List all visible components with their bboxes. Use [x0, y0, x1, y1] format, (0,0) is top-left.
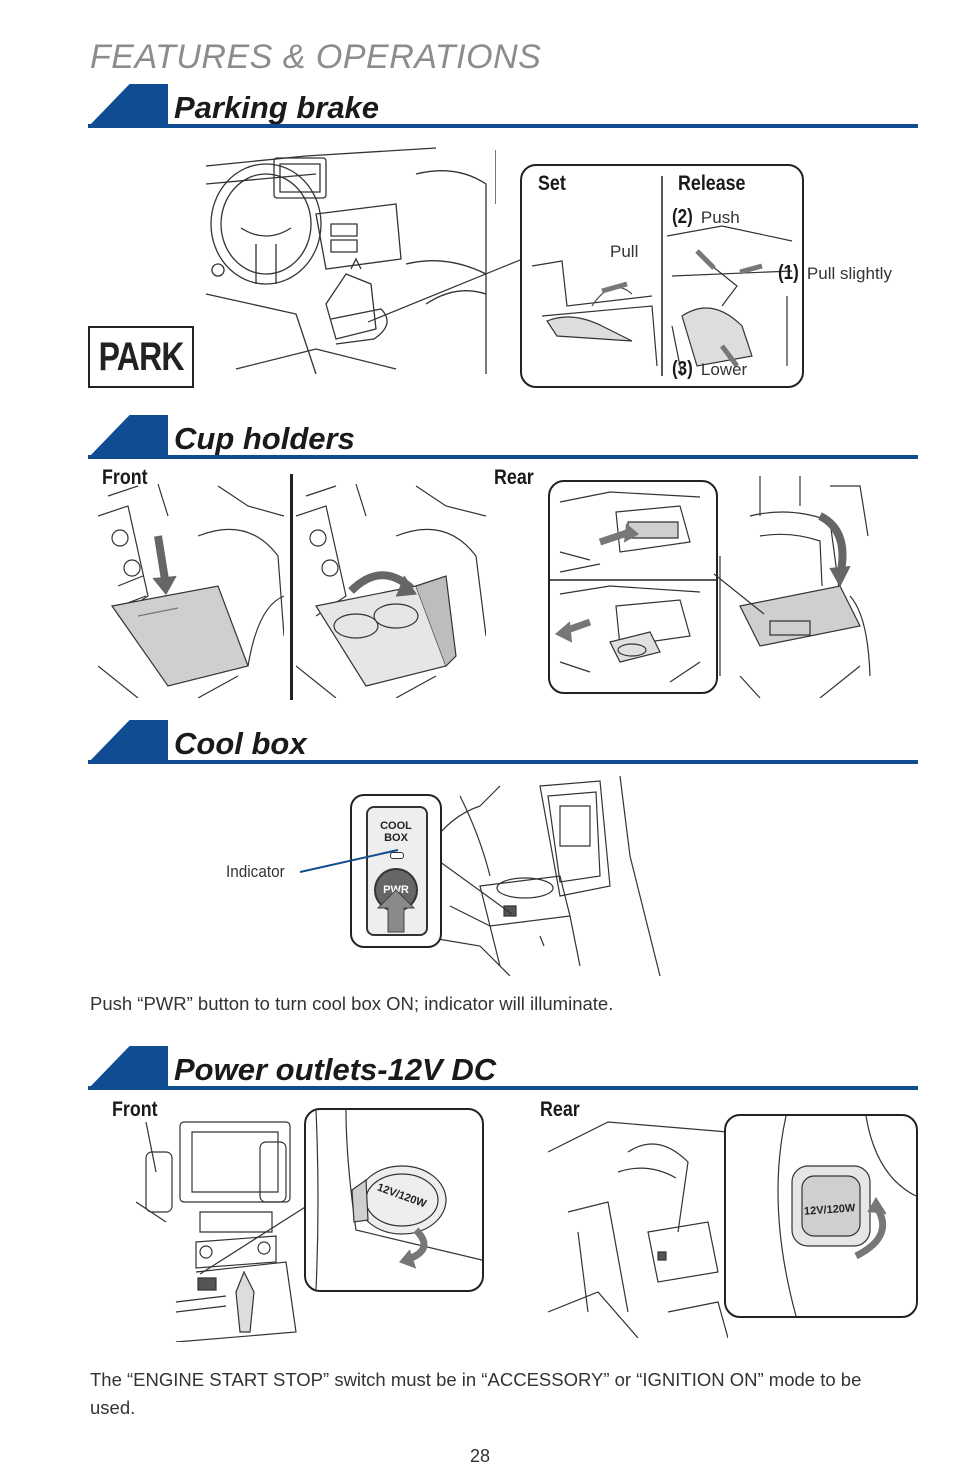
section-tab [88, 1046, 168, 1089]
front-cup-holder-open-illustration [296, 476, 486, 698]
rear-cup-holder-seat-illustration [700, 476, 872, 698]
section-tab [88, 84, 168, 127]
cool-box-indicator-light [390, 852, 404, 859]
section-tab [88, 415, 168, 458]
page-header-title: FEATURES & OPERATIONS [90, 38, 542, 76]
callout-line [196, 1200, 316, 1280]
park-indicator-text: PARK [98, 334, 184, 379]
section-rule [88, 124, 918, 128]
park-indicator-icon: PARK [88, 326, 194, 388]
step-3-number: (3) [672, 358, 693, 380]
step-2-text: Push [700, 208, 740, 227]
section-rule [88, 1086, 918, 1090]
rear-outlet-detail-illustration [726, 1116, 916, 1316]
section-title: Parking brake [174, 90, 380, 125]
step-2-label: (2) Push [672, 206, 740, 229]
section-header-cool-box: Cool box [88, 720, 918, 766]
rear-seat-illustration [548, 1112, 728, 1338]
step-3-text: Lower [700, 360, 748, 379]
cool-box-label: COOL BOX [352, 820, 440, 844]
section-rule [88, 455, 918, 459]
cup-holders-rear-label: Rear [494, 466, 534, 489]
parking-brake-interior-illustration [196, 144, 496, 384]
page-number: 28 [469, 1446, 491, 1466]
callout-line [360, 250, 530, 330]
step-1-label: (1) Pull slightly [778, 262, 892, 285]
callout-line [428, 852, 518, 922]
cool-box-description: Push “PWR” button to turn cool box ON; i… [90, 993, 614, 1014]
power-outlets-front-label: Front [112, 1098, 158, 1121]
step-1-number: (1) [778, 262, 799, 284]
indicator-label: Indicator [226, 862, 285, 881]
pull-label: Pull [610, 242, 639, 261]
step-2-number: (2) [672, 206, 693, 228]
front-dashboard-illustration [136, 1112, 436, 1342]
section-tab [88, 720, 168, 763]
press-arrow-icon [376, 888, 416, 934]
power-outlets-description: The “ENGINE START STOP” switch must be i… [90, 1369, 862, 1418]
front-cup-holder-closed-illustration [98, 476, 284, 698]
section-title: Cup holders [174, 421, 355, 456]
callout-line [710, 570, 770, 620]
section-title: Cool box [174, 726, 307, 761]
section-header-cup-holders: Cup holders [88, 415, 918, 461]
front-outlet-detail-inset: 12V/120W [304, 1108, 484, 1292]
cool-box-panel-inset: COOL BOX PWR [350, 794, 442, 948]
cup-holder-divider [290, 474, 293, 700]
release-label: Release [678, 172, 746, 195]
front-outlet-detail-illustration [306, 1110, 482, 1290]
parking-brake-detail-illustration [522, 166, 802, 386]
cool-box-label-line1: COOL [380, 820, 412, 832]
section-header-power-outlets: Power outlets-12V DC [88, 1046, 918, 1092]
parking-brake-detail-inset: Set Release Pull (2) Push (3) Lower [520, 164, 804, 388]
section-title: Power outlets-12V DC [174, 1052, 497, 1087]
section-rule [88, 760, 918, 764]
rear-outlet-detail-inset: 12V/120W [724, 1114, 918, 1318]
cup-holders-front-label: Front [102, 466, 148, 489]
indicator-pointer-line [300, 846, 400, 876]
section-header-parking-brake: Parking brake [88, 84, 918, 130]
rear-cup-holder-detail-illustration [550, 482, 716, 692]
cool-box-label-line2: BOX [384, 832, 408, 844]
step-1-text: Pull slightly [806, 264, 892, 283]
rear-cup-holder-detail-inset [548, 480, 718, 694]
power-outlets-rear-label: Rear [540, 1098, 580, 1121]
set-label: Set [538, 172, 566, 195]
step-3-label: (3) Lower [672, 358, 747, 381]
